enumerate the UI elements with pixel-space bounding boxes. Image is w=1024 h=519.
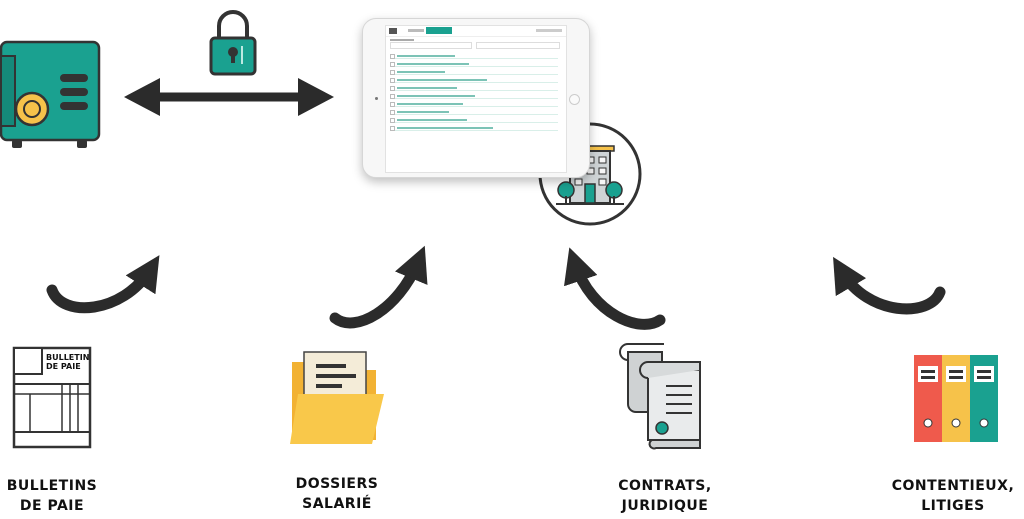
tablet-row-icon (390, 102, 395, 107)
tablet-row-text (397, 95, 475, 97)
tablet-row-icon (390, 70, 395, 75)
tablet-list-row (390, 94, 558, 99)
tablet-list-row (390, 70, 558, 75)
tablet-home-button (569, 94, 580, 105)
payslip-title-line2: DE PAIE (46, 362, 81, 371)
tablet-row-icon (390, 78, 395, 83)
tablet-screen (385, 25, 567, 173)
tablet-tab-inactive (408, 29, 424, 32)
tablet-list-row (390, 102, 558, 107)
tablet-row-text (397, 127, 493, 129)
label-contentieux-line2: LITIGES (921, 498, 985, 514)
tablet-list-row (390, 126, 558, 131)
curved-arrow-dossiers (329, 245, 428, 329)
label-dossiers-line1: DOSSIERS (295, 476, 379, 492)
curved-arrow-bulletins (46, 255, 160, 314)
tablet-search-box (390, 42, 472, 49)
tablet-icon (362, 18, 590, 178)
tablet-row-text (397, 79, 487, 81)
label-contrats: CONTRATS, JURIDIQUE (602, 476, 728, 516)
tablet-list-row (390, 118, 558, 123)
tablet-list-row (390, 110, 558, 115)
label-contentieux: CONTENTIEUX, LITIGES (882, 476, 1024, 516)
label-dossiers: DOSSIERS SALARIÉ (282, 474, 392, 514)
label-contrats-line1: CONTRATS, (618, 478, 712, 494)
tablet-row-text (397, 87, 457, 89)
tablet-row-text (397, 103, 463, 105)
contract-scroll-icon (619, 343, 701, 450)
bidirectional-arrow (124, 78, 334, 116)
folder-icon (290, 351, 384, 444)
label-bulletins-line2: DE PAIE (19, 498, 85, 514)
tablet-row-icon (390, 118, 395, 123)
tablet-row-icon (390, 62, 395, 67)
tablet-topbar (386, 26, 566, 37)
tablet-filter-box (476, 42, 560, 49)
curved-arrow-contentieux (833, 256, 946, 315)
label-contrats-line2: JURIDIQUE (621, 498, 709, 514)
safe-icon (0, 40, 101, 148)
tablet-list-row (390, 86, 558, 91)
label-bulletins: BULLETINS DE PAIE (0, 476, 104, 516)
binders-icon (914, 355, 998, 442)
label-bulletins-line1: BULLETINS (6, 478, 98, 494)
tablet-toolbar (536, 29, 562, 32)
payslip-title-line1: BULLETIN (46, 353, 89, 362)
tablet-list-row (390, 54, 558, 59)
curved-arrow-contrats (564, 247, 666, 330)
tablet-row-icon (390, 86, 395, 91)
tablet-row-text (397, 119, 467, 121)
tablet-camera (375, 97, 378, 100)
tablet-row-icon (390, 54, 395, 59)
tablet-row-icon (390, 110, 395, 115)
tablet-logo (389, 28, 397, 34)
label-contentieux-line1: CONTENTIEUX, (891, 478, 1015, 494)
label-dossiers-line2: SALARIÉ (302, 496, 372, 512)
tablet-row-text (397, 71, 445, 73)
tablet-row-icon (390, 126, 395, 131)
tablet-row-text (397, 63, 469, 65)
tablet-row-text (397, 55, 455, 57)
payslip-document-icon: BULLETIN DE PAIE (12, 346, 92, 449)
tablet-list-row (390, 78, 558, 83)
tablet-row-icon (390, 94, 395, 99)
tablet-tab-active (426, 27, 452, 34)
tablet-breadcrumb (390, 39, 414, 41)
padlock-icon (209, 10, 257, 76)
tablet-list-row (390, 62, 558, 67)
tablet-row-text (397, 111, 449, 113)
